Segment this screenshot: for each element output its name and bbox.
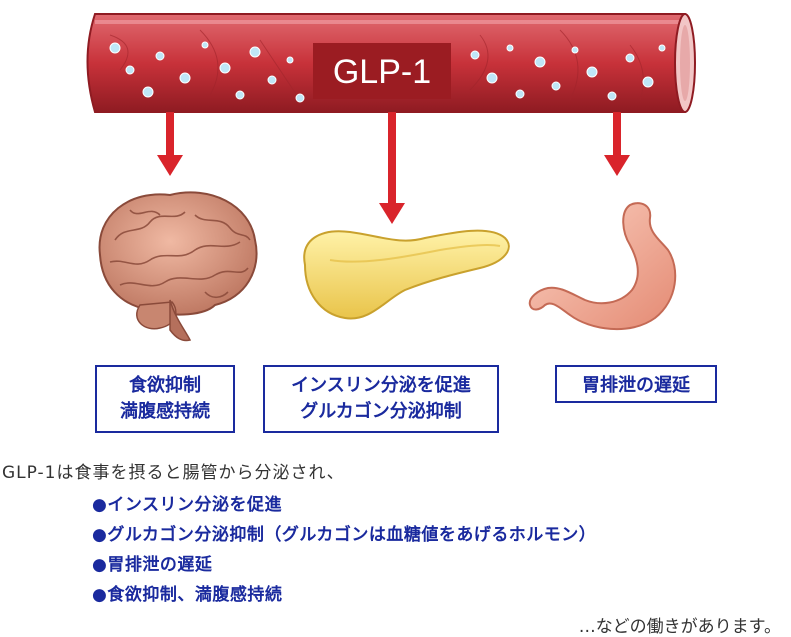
molecule-dot <box>586 66 598 78</box>
glp1-label-bg <box>313 43 451 99</box>
molecule-dot <box>607 91 617 101</box>
molecule-dot <box>201 41 209 49</box>
box-pancreas-line-2: グルカゴン分泌抑制 <box>300 401 462 422</box>
effect-item-4: ●食欲抑制、満腹感持続 <box>92 585 283 605</box>
arrow-to-pancreas <box>379 112 405 224</box>
molecule-dot <box>470 50 480 60</box>
molecule-dot <box>142 86 154 98</box>
molecule-dot <box>534 56 546 68</box>
molecule-dot <box>551 81 561 91</box>
box-pancreas-effects: インスリン分泌を促進 グルカゴン分泌抑制 <box>263 365 499 433</box>
box-brain-line-2: 満腹感持続 <box>120 401 210 422</box>
molecule-dot <box>486 72 498 84</box>
molecule-dot <box>109 42 121 54</box>
box-brain-effects: 食欲抑制 満腹感持続 <box>95 365 235 433</box>
arrow-to-brain <box>157 112 183 176</box>
molecule-dot <box>219 62 231 74</box>
caption-outro: …などの働きがあります。 <box>578 617 781 637</box>
effect-item-3: ●胃排泄の遅延 <box>92 555 213 575</box>
molecule-dot <box>125 65 135 75</box>
effect-item-2: ●グルカゴン分泌抑制（グルカゴンは血糖値をあげるホルモン） <box>92 525 597 545</box>
molecule-dot <box>571 46 579 54</box>
molecule-dot <box>286 56 294 64</box>
caption-intro: GLP-1は食事を摂ると腸管から分泌され、 <box>2 463 345 483</box>
molecule-dot <box>625 53 635 63</box>
glp1-molecules <box>109 41 666 103</box>
box-brain-line-1: 食欲抑制 <box>129 375 201 396</box>
molecule-dot <box>179 72 191 84</box>
box-stomach-line-1: 胃排泄の遅延 <box>582 375 690 396</box>
molecule-dot <box>506 44 514 52</box>
molecule-dot <box>267 75 277 85</box>
effect-item-1: ●インスリン分泌を促進 <box>92 495 282 515</box>
arrows <box>157 112 630 224</box>
stomach-icon <box>528 202 677 331</box>
glp1-label: GLP-1 <box>333 53 431 91</box>
molecule-dot <box>155 51 165 61</box>
molecule-dot <box>515 89 525 99</box>
molecule-dot <box>249 46 261 58</box>
molecule-dot <box>235 90 245 100</box>
glp1-diagram: GLP-1 <box>86 13 696 342</box>
molecule-dot <box>658 44 666 52</box>
brain-icon <box>98 191 258 342</box>
molecule-dot <box>295 93 305 103</box>
molecule-dot <box>642 76 654 88</box>
box-stomach-effects: 胃排泄の遅延 <box>555 365 717 403</box>
pancreas-icon <box>303 229 510 320</box>
box-pancreas-line-1: インスリン分泌を促進 <box>291 375 471 396</box>
arrow-to-stomach <box>604 112 630 176</box>
